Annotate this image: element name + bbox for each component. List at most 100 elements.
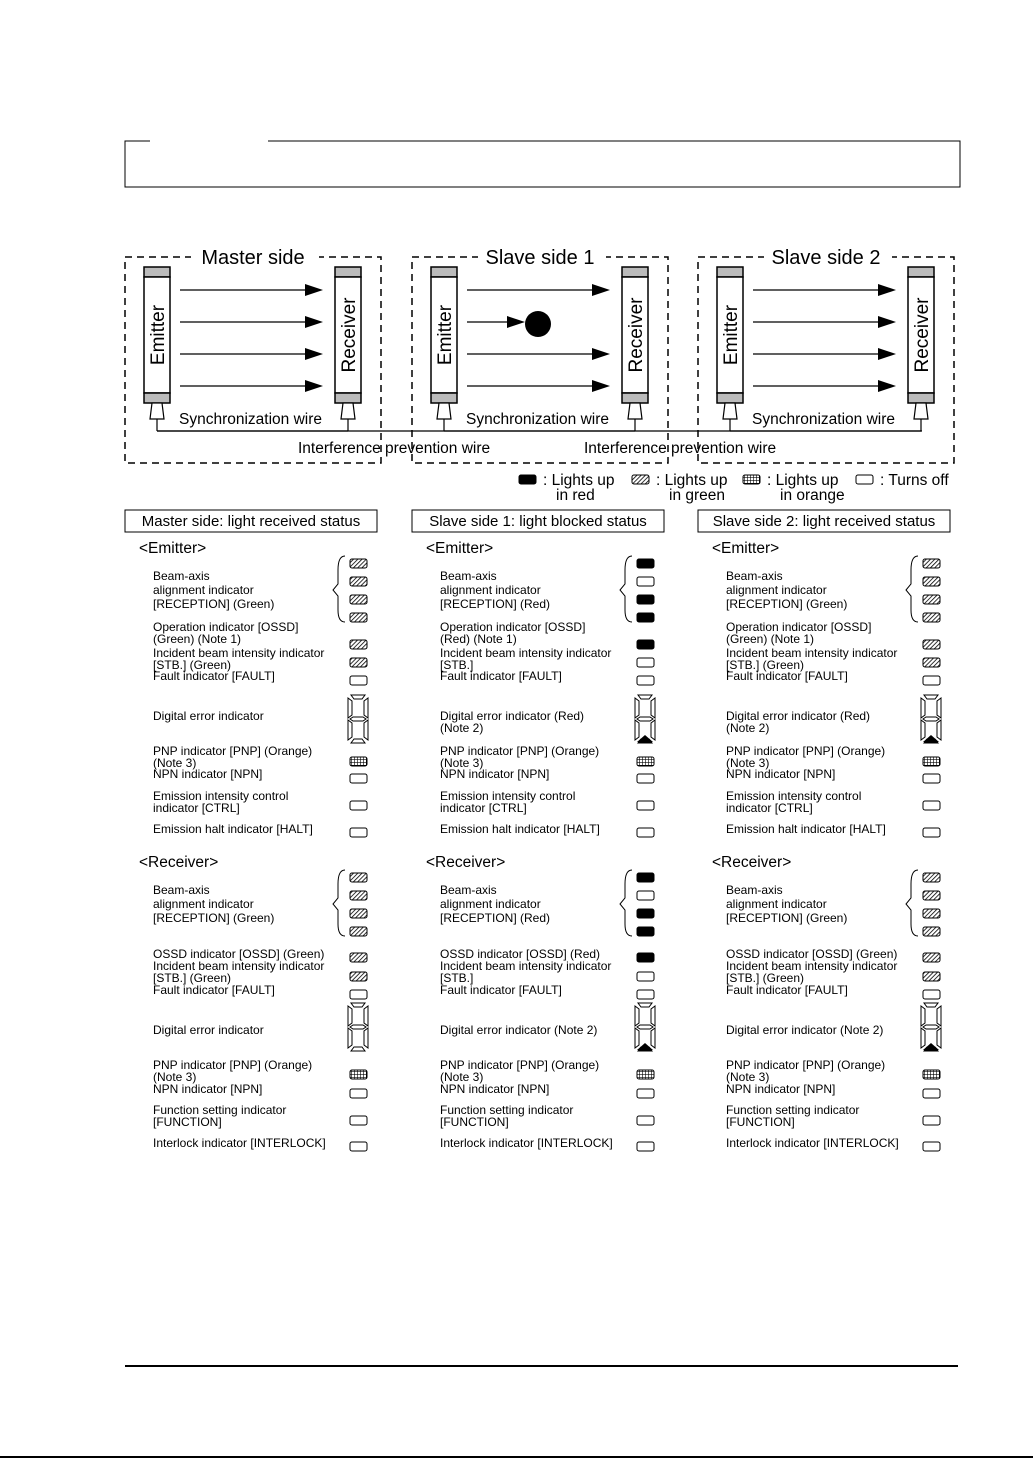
legend-label-2: in green [669,487,725,504]
emitter: Emitter [716,266,744,431]
indicator-label: Incident beam intensity indicator [726,959,897,973]
indicator-label: [STB.] (Green) [726,971,804,985]
digit-segment [636,1024,654,1030]
light-beam-head [878,316,896,328]
emitter-label: Emitter [435,304,456,365]
legend-item-off: : Turns off [855,472,949,489]
group-title-bg [764,247,892,269]
digit-segment [347,697,353,719]
legend-swatch [855,474,874,485]
digit-segment [922,1024,940,1030]
page-bottom-rule [0,1456,1033,1458]
indicator-label: (Note 3) [153,1070,196,1084]
indicator-label: NPN indicator [NPN] [726,1082,835,1096]
emitter-body [143,276,171,394]
indicator-label: NPN indicator [NPN] [440,767,549,781]
indicator-label: NPN indicator [NPN] [153,1082,262,1096]
indicator-led [349,971,368,982]
receiver-cap-top [334,266,362,278]
beam-axis-brace [619,555,633,623]
indicator-label: Emission halt indicator [HALT] [440,822,600,836]
light-beam-blocked-head [507,316,525,328]
digit-segment [363,1027,369,1049]
indicator-led [922,1115,941,1126]
indicator-label: PNP indicator [PNP] (Orange) [726,1058,885,1072]
digit-segment [650,1027,656,1049]
system-diagram: Interference prevention wire Interferenc… [124,247,955,464]
status-columns: Master side: light received status<Emitt… [124,509,951,1152]
beam-axis-label: [RECEPTION] (Green) [153,911,274,925]
digit-segment [936,719,942,741]
indicator-led [349,657,368,668]
indicator-label: Operation indicator [OSSD] [153,620,298,634]
digit-segment [347,1005,353,1027]
indicator-label: (Green) (Note 1) [726,632,814,646]
emitter-label: Emitter [721,304,742,365]
indicator-label: (Note 3) [153,756,196,770]
digit-segment [637,694,653,700]
digit-segment [350,1002,366,1008]
indicator-label: Function setting indicator [153,1103,286,1117]
beam-axis-label: Beam-axis [726,569,783,583]
indicator-led [922,1088,941,1099]
digit-segment [634,719,640,741]
digit-segment-lit [637,1043,653,1050]
digit-segment [920,719,926,741]
digital-error-display [634,1002,656,1052]
indicator-led [922,952,941,963]
indicator-led [636,952,655,963]
digit-segment [920,1005,926,1027]
indicator-label: Interlock indicator [INTERLOCK] [440,1136,613,1150]
indicator-label: Fault indicator [FAULT] [726,669,848,683]
sync-wire-label-bg [177,407,329,427]
indicator-led [636,971,655,982]
indicator-label: Emission halt indicator [HALT] [726,822,886,836]
beam-axis-led [349,926,368,937]
digital-error-display [347,1002,369,1052]
receiver-cap-bottom [621,392,649,404]
receiver-cap-top [621,266,649,278]
indicator-label: Digital error indicator (Red) [726,709,870,723]
beam-axis-label: [RECEPTION] (Green) [726,911,847,925]
status-column-2: Slave side 2: light received status<Emit… [697,509,951,1152]
indicator-label: (Red) (Note 1) [440,632,517,646]
indicator-label: PNP indicator [PNP] (Orange) [153,744,312,758]
indicator-label: [FUNCTION] [440,1115,509,1129]
beam-axis-led [636,576,655,587]
light-beam-head [305,284,323,296]
indicator-label: Fault indicator [FAULT] [440,669,562,683]
indicator-label: NPN indicator [NPN] [440,1082,549,1096]
digit-segment [347,719,353,741]
digital-error-display [920,1002,942,1052]
digit-segment [349,1024,367,1030]
indicator-label: Digital error indicator (Red) [440,709,584,723]
indicator-label: [STB.] (Green) [153,658,231,672]
receiver: Receiver [334,266,362,431]
receiver: Receiver [621,266,649,431]
beam-axis-brace [332,869,346,937]
digit-segment [650,719,656,741]
beam-axis-led [922,926,941,937]
indicator-label: Fault indicator [FAULT] [153,983,275,997]
indicator-led [636,989,655,1000]
interference-wire-label-2: Interference prevention wire [584,440,776,457]
indicator-label: [FUNCTION] [153,1115,222,1129]
beam-axis-label: [RECEPTION] (Green) [726,597,847,611]
indicator-label: PNP indicator [PNP] (Orange) [153,1058,312,1072]
beam-axis-led [636,926,655,937]
indicator-label: Digital error indicator [153,1023,264,1037]
beam-axis-label: Beam-axis [153,883,210,897]
sync-wire-label-bg [464,407,616,427]
indicator-led [922,773,941,784]
indicator-label: Emission intensity control [726,789,861,803]
digit-segment-lit [923,1043,939,1050]
digit-segment [650,697,656,719]
indicator-label: Emission intensity control [153,789,288,803]
beam-axis-led [349,890,368,901]
emitter-cap-bottom [716,392,744,404]
